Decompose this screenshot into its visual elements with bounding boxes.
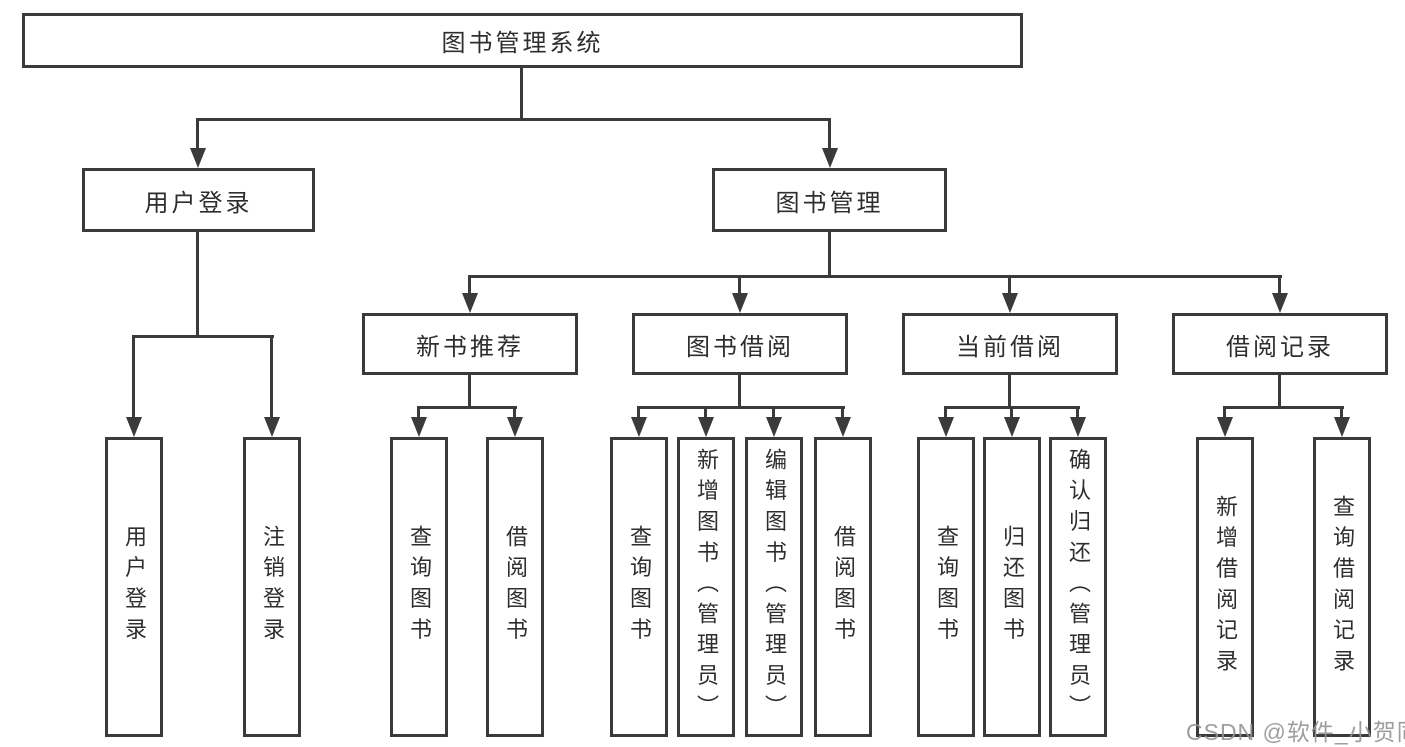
connector-line <box>1278 375 1281 406</box>
connector-line <box>828 232 831 275</box>
connector-line <box>637 406 640 419</box>
node-book-borrowing: 图书借阅 <box>632 313 848 375</box>
leaf-label: 用户登录 <box>122 525 147 649</box>
leaf-label: 新增图书（管理员） <box>694 448 719 726</box>
leaf-query-borrow-record: 查询借阅记录 <box>1313 437 1371 737</box>
connector-line <box>1008 275 1011 295</box>
arrow-down-icon <box>1002 293 1018 313</box>
arrow-down-icon <box>822 148 838 168</box>
leaf-borrow-books: 借阅图书 <box>814 437 872 737</box>
node-user-login-group: 用户登录 <box>82 168 315 232</box>
arrow-down-icon <box>1004 417 1020 437</box>
connector-line <box>417 406 420 419</box>
connector-line <box>704 406 707 419</box>
connector-line <box>738 275 741 295</box>
leaf-query-books-borrowing: 查询图书 <box>610 437 668 737</box>
connector-line <box>637 406 845 409</box>
leaf-label: 编辑图书（管理员） <box>762 448 787 726</box>
connector-line <box>772 406 775 419</box>
connector-line <box>1278 275 1281 295</box>
leaf-return-books: 归还图书 <box>983 437 1041 737</box>
node-new-book-recommend: 新书推荐 <box>362 313 578 375</box>
connector-line <box>1223 406 1226 419</box>
arrow-down-icon <box>835 417 851 437</box>
arrow-down-icon <box>507 417 523 437</box>
arrow-down-icon <box>631 417 647 437</box>
arrow-down-icon <box>411 417 427 437</box>
leaf-label: 查询图书 <box>407 525 432 649</box>
arrow-down-icon <box>126 417 142 437</box>
leaf-edit-books-admin: 编辑图书（管理员） <box>745 437 803 737</box>
connector-line <box>196 232 199 335</box>
connector-line <box>196 118 831 121</box>
connector-line <box>944 406 947 419</box>
connector-line <box>468 275 1282 278</box>
node-book-management: 图书管理 <box>712 168 947 232</box>
connector-line <box>1340 406 1343 419</box>
leaf-label: 确认归还（管理员） <box>1066 448 1091 726</box>
leaf-logout: 注销登录 <box>243 437 301 737</box>
arrow-down-icon <box>1334 417 1350 437</box>
node-library-system: 图书管理系统 <box>22 13 1023 68</box>
leaf-label: 查询图书 <box>627 525 652 649</box>
leaf-borrow-books-recommend: 借阅图书 <box>486 437 544 737</box>
connector-line <box>513 406 516 419</box>
connector-line <box>828 118 831 150</box>
connector-line <box>1223 406 1344 409</box>
leaf-confirm-return-admin: 确认归还（管理员） <box>1049 437 1107 737</box>
connector-line <box>1008 375 1011 406</box>
leaf-label: 查询借阅记录 <box>1330 494 1355 680</box>
connector-line <box>841 406 844 419</box>
arrow-down-icon <box>1272 293 1288 313</box>
leaf-user-login: 用户登录 <box>105 437 163 737</box>
arrow-down-icon <box>766 417 782 437</box>
arrow-down-icon <box>1217 417 1233 437</box>
leaf-label: 注销登录 <box>260 525 285 649</box>
connector-line <box>520 68 523 118</box>
connector-line <box>1010 406 1013 419</box>
leaf-add-borrow-record: 新增借阅记录 <box>1196 437 1254 737</box>
connector-line <box>738 375 741 406</box>
arrow-down-icon <box>938 417 954 437</box>
leaf-query-books-recommend: 查询图书 <box>390 437 448 737</box>
csdn-watermark: CSDN @软件_小贺同学 <box>1186 719 1405 745</box>
leaf-label: 借阅图书 <box>503 525 528 649</box>
connector-line <box>196 118 199 150</box>
leaf-label: 借阅图书 <box>831 525 856 649</box>
connector-line <box>132 335 135 419</box>
node-borrow-records: 借阅记录 <box>1172 313 1388 375</box>
leaf-query-books-current: 查询图书 <box>917 437 975 737</box>
connector-line <box>468 375 471 406</box>
leaf-label: 新增借阅记录 <box>1213 494 1238 680</box>
arrow-down-icon <box>698 417 714 437</box>
connector-line <box>270 335 273 419</box>
arrow-down-icon <box>190 148 206 168</box>
connector-line <box>417 406 517 409</box>
arrow-down-icon <box>462 293 478 313</box>
leaf-label: 归还图书 <box>1000 525 1025 649</box>
leaf-add-books-admin: 新增图书（管理员） <box>677 437 735 737</box>
connector-line <box>132 335 274 338</box>
connector-line <box>1076 406 1079 419</box>
arrow-down-icon <box>732 293 748 313</box>
leaf-label: 查询图书 <box>934 525 959 649</box>
arrow-down-icon <box>1070 417 1086 437</box>
connector-line <box>468 275 471 295</box>
arrow-down-icon <box>264 417 280 437</box>
node-current-borrowing: 当前借阅 <box>902 313 1118 375</box>
